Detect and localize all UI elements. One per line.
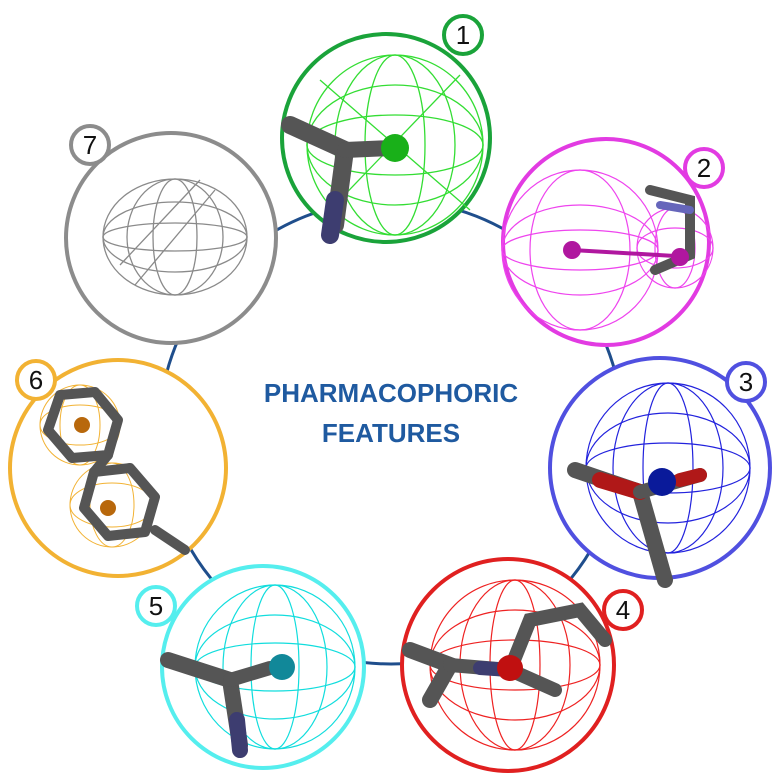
feature-5-badge <box>135 585 177 627</box>
feature-5-number: 5 <box>149 591 163 621</box>
feature-7-circle <box>64 131 278 345</box>
feature-4: 4 <box>400 557 644 773</box>
feature-2-molecule <box>570 185 695 275</box>
feature-3: 3 <box>548 356 772 588</box>
center-title-line2: FEATURES <box>322 418 460 448</box>
feature-3-atom <box>648 468 676 496</box>
feature-1-number: 1 <box>456 20 470 50</box>
feature-7-badge <box>69 124 111 166</box>
feature-4-badge <box>602 589 644 631</box>
feature-1-badge <box>442 14 484 56</box>
feature-5: 5 <box>135 564 366 770</box>
feature-6-atom-b <box>100 500 116 516</box>
feature-4-number: 4 <box>616 595 630 625</box>
feature-1-atom <box>381 134 409 162</box>
feature-3-number: 3 <box>739 367 753 397</box>
feature-6-number: 6 <box>29 365 43 395</box>
feature-6-molecule <box>43 387 190 555</box>
feature-2-atom-a <box>563 241 581 259</box>
feature-2-number: 2 <box>697 153 711 183</box>
feature-5-atom <box>269 654 295 680</box>
feature-6-atom-a <box>74 417 90 433</box>
feature-7-number: 7 <box>83 130 97 160</box>
center-title-line1: PHARMACOPHORIC <box>264 378 518 408</box>
feature-1: 1 <box>280 14 492 244</box>
feature-2-atom-b <box>671 248 689 266</box>
feature-7-mesh <box>102 178 248 296</box>
feature-4-atom <box>497 655 523 681</box>
feature-3-badge <box>725 361 767 403</box>
feature-5-molecule <box>160 652 277 758</box>
feature-6-badge <box>15 359 57 401</box>
feature-7: 7 <box>64 124 278 345</box>
feature-6: 6 <box>8 358 228 578</box>
feature-2-mesh <box>501 169 714 331</box>
feature-2-badge <box>683 147 725 189</box>
feature-2: 2 <box>501 137 725 347</box>
